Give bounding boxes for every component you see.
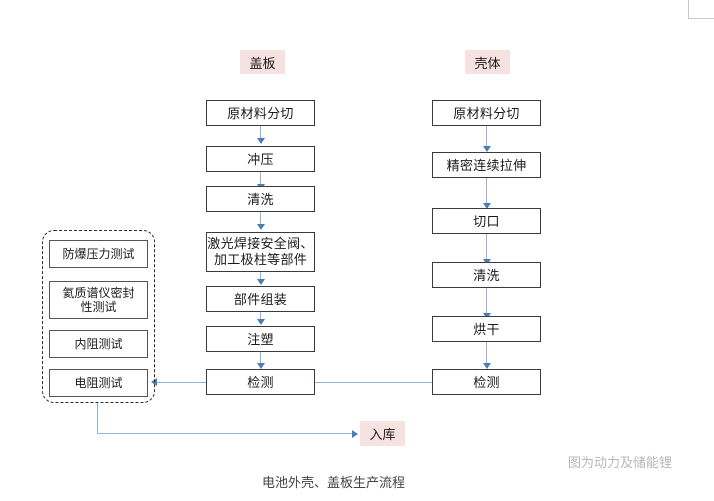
connector-cover-4 [260, 272, 261, 281]
test-box-label: 电阻测试 [74, 376, 123, 390]
arrow-down-icon [483, 146, 491, 152]
test-box-label: 氦质谱仪密封 性测试 [62, 286, 134, 314]
process-box-label: 烘干 [473, 321, 500, 337]
connector-inspection-to-tests [157, 382, 206, 383]
connector-shell-3 [486, 234, 487, 261]
header-pill-cover-plate: 盖板 [240, 50, 285, 74]
process-box-label-line2: 加工极柱等部件 [213, 252, 308, 267]
test-box-helium-leak: 氦质谱仪密封 性测试 [49, 281, 148, 319]
process-box-label-line1: 激光焊接安全阀、 [207, 236, 314, 251]
process-box-cover-laser-welding: 激光焊接安全阀、 加工极柱等部件 [206, 232, 315, 272]
process-box-label: 清洗 [247, 191, 274, 207]
arrow-down-icon [257, 319, 265, 325]
process-box-label: 清洗 [473, 267, 500, 283]
process-box-label: 注塑 [247, 331, 274, 347]
connector-shell-2 [486, 178, 487, 205]
process-box-shell-precision-drawing: 精密连续拉伸 [432, 152, 541, 178]
process-box-label: 检测 [473, 374, 500, 390]
process-box-cover-stamping: 冲压 [206, 146, 315, 172]
process-box-shell-cleaning: 清洗 [432, 262, 541, 288]
warehouse-box: 入库 [360, 421, 405, 446]
figure-caption: 电池外壳、盖板生产流程 [262, 475, 406, 490]
connector-cover-6 [260, 352, 261, 365]
connector-tests-to-warehouse-horizontal [97, 433, 354, 434]
process-box-shell-inspection: 检测 [432, 369, 541, 395]
process-box-label: 原材料分切 [227, 105, 294, 121]
process-box-label: 冲压 [247, 151, 274, 167]
process-box-cover-inspection: 检测 [206, 369, 315, 395]
test-box-label-line1: 氦质谱仪密封 [62, 286, 135, 300]
connector-cover-2 [260, 172, 261, 186]
process-box-shell-notching: 切口 [432, 208, 541, 234]
test-box-label: 防爆压力测试 [62, 247, 135, 261]
process-box-label: 原材料分切 [453, 105, 520, 121]
header-pill-shell-label: 壳体 [474, 55, 501, 71]
process-box-cover-raw-cut: 原材料分切 [206, 100, 315, 126]
warehouse-label: 入库 [369, 427, 396, 442]
arrow-down-icon [257, 363, 265, 369]
process-box-cover-injection-molding: 注塑 [206, 326, 315, 352]
process-box-label: 精密连续拉伸 [446, 157, 527, 173]
connector-cover-3 [260, 212, 261, 226]
process-box-shell-raw-cut: 原材料分切 [432, 100, 541, 126]
test-box-explosion-proof-pressure: 防爆压力测试 [49, 240, 148, 268]
arrow-down-icon [483, 363, 491, 369]
arrow-right-icon [352, 430, 358, 438]
arrow-down-icon [483, 203, 491, 209]
connector-cover-1 [260, 126, 261, 140]
connector-shell-1 [486, 126, 487, 148]
process-box-label: 激光焊接安全阀、 加工极柱等部件 [207, 236, 313, 268]
process-box-cover-assembly: 部件组装 [206, 286, 315, 312]
test-group-frame [42, 230, 155, 403]
process-box-shell-drying: 烘干 [432, 316, 541, 342]
header-pill-shell: 壳体 [465, 50, 510, 74]
test-box-label-line2: 性测试 [80, 300, 117, 314]
corner-mark-horizontal [688, 18, 714, 19]
process-box-label: 切口 [473, 213, 500, 229]
corner-mark-vertical [688, 0, 689, 19]
arrow-down-icon [257, 279, 265, 285]
arrow-down-icon [257, 224, 265, 230]
connector-cover-5 [260, 312, 261, 321]
header-pill-cover-plate-label: 盖板 [249, 55, 276, 71]
process-box-label: 部件组装 [233, 291, 288, 307]
watermark-text: 图为动力及储能锂 [568, 455, 673, 470]
connector-shell-5 [486, 342, 487, 365]
test-box-resistance: 电阻测试 [49, 369, 148, 397]
test-box-internal-resistance: 内阻测试 [49, 330, 148, 358]
process-box-cover-cleaning: 清洗 [206, 186, 315, 212]
arrow-down-icon [257, 138, 265, 144]
connector-tests-to-warehouse-vertical [97, 403, 98, 434]
connector-shell-to-cover-inspection [315, 382, 432, 383]
test-box-label: 内阻测试 [74, 337, 123, 351]
process-box-label: 检测 [247, 374, 274, 390]
connector-shell-4 [486, 288, 487, 315]
